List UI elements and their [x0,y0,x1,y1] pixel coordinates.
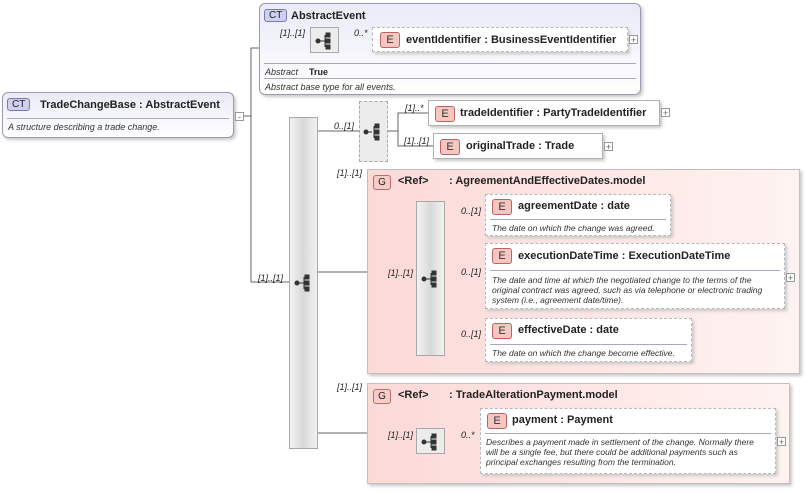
element-icon: E [380,32,400,48]
agreement-date-element[interactable]: E agreementDate : date The date on which… [485,194,671,236]
effective-date-element[interactable]: E effectiveDate : date The date on which… [485,318,692,362]
collapse-root-button[interactable]: - [235,112,244,122]
group1-sequence-multiplicity: [1]..[1] [388,268,414,278]
group1-ref-label: <Ref> [398,175,429,187]
group1-sequence-compositor[interactable] [416,201,445,356]
event-identifier-name: eventIdentifier [406,34,482,46]
element-icon: E [487,413,507,429]
group2-sequence-multiplicity: [1]..[1] [388,430,414,440]
execution-date-time-description: The date and time at which the negotiate… [492,275,782,305]
abstract-value: True [309,67,329,77]
group1-multiplicity: [1]..[1] [337,168,363,178]
expand-event-identifier-button[interactable]: + [629,35,638,45]
group1-name-text: AgreementAndEffectiveDates.model [455,175,646,187]
original-trade-multiplicity: [1]..[1] [404,136,430,146]
main-sequence-multiplicity: [1]..[1] [258,273,284,283]
event-identifier-element[interactable]: E eventIdentifier : BusinessEventIdentif… [372,27,628,52]
group2-name: : TradeAlterationPayment.model [449,389,618,401]
expand-trade-identifier-button[interactable]: + [661,108,670,118]
agreement-date-description: The date on which the change was agreed. [492,223,655,233]
group1-name: : AgreementAndEffectiveDates.model [449,175,646,187]
abstract-sequence-compositor[interactable] [310,27,339,53]
execution-date-time-type: ExecutionDateTime [628,250,731,262]
root-description: A structure describing a trade change. [8,122,160,132]
desc-line: original contract was agreed, such as vi… [492,285,763,295]
group2-sequence-compositor[interactable] [416,428,445,454]
element-icon: E [440,139,460,155]
group-icon: G [373,389,391,404]
execution-date-time-element[interactable]: E executionDateTime : ExecutionDateTime … [485,243,785,309]
choice-multiplicity: 0..[1] [334,121,355,131]
element-icon: E [492,323,512,339]
desc-line: will be a single fee, but there could be… [486,447,738,457]
original-trade-name: originalTrade [466,140,536,152]
effective-date-multiplicity: 0..[1] [461,329,482,339]
root-base-type: AbstractEvent [145,99,220,111]
expand-payment-button[interactable]: + [777,437,786,447]
effective-date-name: effectiveDate [518,324,587,336]
expand-original-trade-button[interactable]: + [604,142,613,152]
desc-line: principal exchanges resulting from the t… [486,457,676,467]
original-trade-element[interactable]: E originalTrade : Trade [433,133,603,159]
trade-identifier-name: tradeIdentifier [460,107,534,119]
agreement-date-name: agreementDate [518,200,598,212]
desc-line: system (i.e., agreement date/time). [492,295,624,305]
group2-multiplicity: [1]..[1] [337,382,363,392]
abstract-label: Abstract [265,67,299,77]
complex-type-icon: CT [264,9,288,22]
trade-identifier-type: PartyTradeIdentifier [543,107,647,119]
element-icon: E [492,248,512,264]
effective-date-type: date [596,324,619,336]
group2-ref-label: <Ref> [398,389,429,401]
desc-line: Describes a payment made in settlement o… [486,437,754,447]
agreement-date-multiplicity: 0..[1] [461,206,482,216]
choice-compositor[interactable] [359,101,388,162]
abstract-event-name: AbstractEvent [291,10,366,22]
abstract-seq-multiplicity: [1]..[1] [280,28,306,38]
group-icon: G [373,175,391,190]
trade-identifier-multiplicity: [1]..* [405,103,424,113]
element-icon: E [492,199,512,215]
payment-type: Payment [567,414,613,426]
main-sequence-compositor[interactable] [289,117,318,449]
trade-change-base-type[interactable]: CT TradeChangeBase : AbstractEvent A str… [2,92,234,138]
abstract-event-description: Abstract base type for all events. [265,82,396,92]
event-identifier-type: BusinessEventIdentifier [490,34,617,46]
original-trade-type: Trade [544,140,575,152]
group2-name-text: TradeAlterationPayment.model [455,389,618,401]
execution-date-time-name: executionDateTime [518,250,619,262]
payment-name: payment [512,414,558,426]
payment-element[interactable]: E payment : Payment Describes a payment … [480,408,776,474]
complex-type-icon: CT [7,98,31,111]
execution-date-time-multiplicity: 0..[1] [461,267,482,277]
trade-identifier-element[interactable]: E tradeIdentifier : PartyTradeIdentifier [428,100,660,126]
effective-date-description: The date on which the change become effe… [492,348,675,358]
desc-line: The date and time at which the negotiate… [492,275,752,285]
payment-multiplicity: 0..* [461,430,475,440]
root-type-name: TradeChangeBase [40,99,136,111]
element-icon: E [435,106,455,122]
agreement-date-type: date [607,200,630,212]
event-identifier-multiplicity: 0..* [354,28,368,38]
payment-description: Describes a payment made in settlement o… [486,437,774,467]
expand-execution-date-time-button[interactable]: + [786,273,795,283]
